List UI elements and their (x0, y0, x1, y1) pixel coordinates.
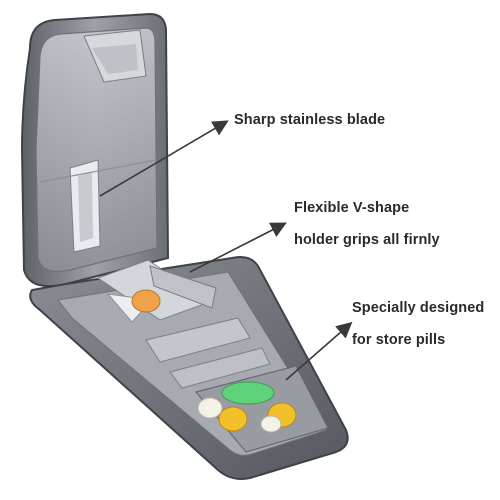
arrow-icon (189, 222, 287, 273)
callout-line: Specially designed (352, 300, 485, 316)
arrow-icon (285, 321, 353, 381)
callout-arrows (99, 120, 353, 381)
callout-blade: Sharp stainless blade (234, 110, 385, 130)
lid (20, 12, 170, 288)
callout-line: Sharp stainless blade (234, 112, 386, 128)
callout-line: for store pills (352, 332, 446, 348)
callout-storage: Specially designed for store pills (352, 298, 484, 350)
arrow-icon (99, 120, 229, 197)
pills (131, 289, 297, 433)
callout-holder: Flexible V-shape holder grips all firnly (294, 198, 440, 250)
callout-line: holder grips all firnly (294, 232, 440, 248)
callout-line: Flexible V-shape (294, 200, 410, 216)
